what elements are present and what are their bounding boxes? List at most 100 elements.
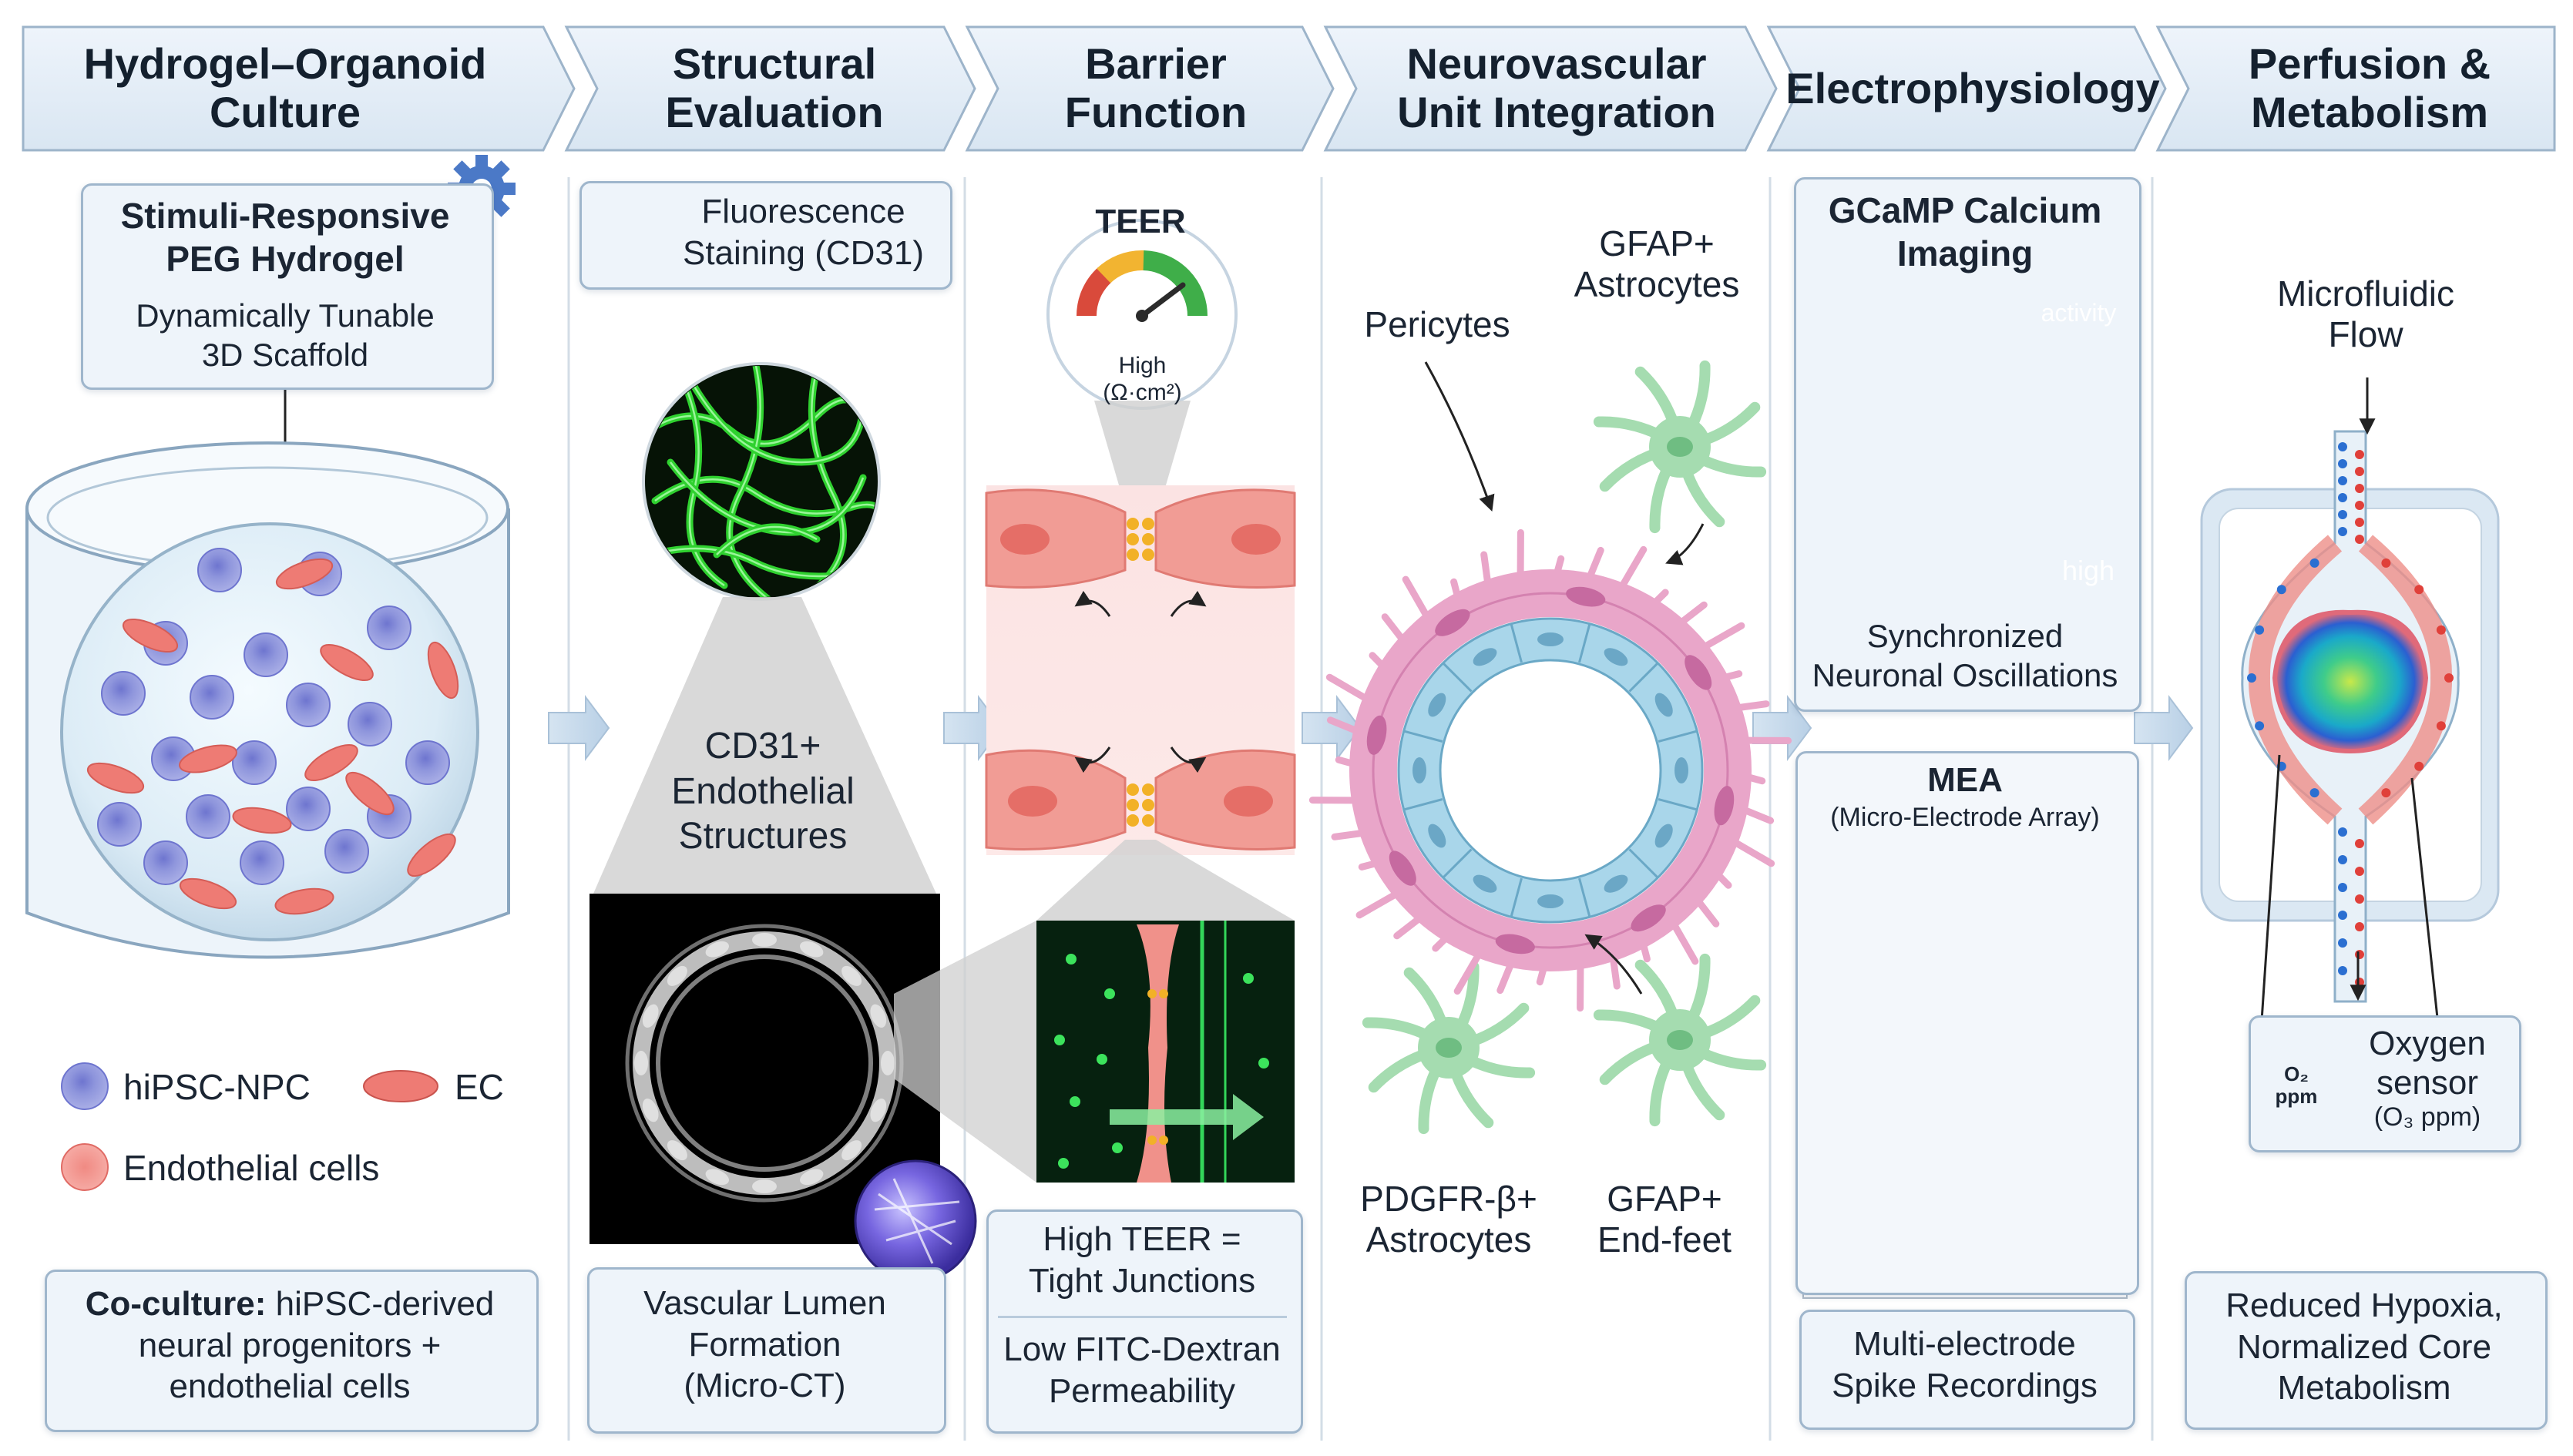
cell-boundary [1658, 730, 1697, 743]
vessel-highlight [808, 369, 845, 595]
fluorescence-line: Fluorescence [701, 193, 905, 230]
fitc-particle [1070, 1096, 1080, 1107]
hypoxia-line: Metabolism [2277, 1369, 2451, 1407]
endothelial-cells-bottom [985, 749, 1296, 850]
header-line: Perfusion & [2248, 39, 2491, 89]
teer-summary-a: High TEER = Tight Junctions [988, 1219, 1296, 1301]
pericyte-nucleus [1714, 786, 1735, 826]
cd31-line: Endothelial [671, 770, 855, 812]
fluorescence-line: Staining (CD31) [682, 233, 925, 272]
endfeet-arrow [1584, 934, 1643, 995]
flow-particle [2338, 855, 2347, 864]
header-line: Hydrogel–Organoid [83, 39, 487, 89]
endothelial-nucleus [1412, 757, 1426, 783]
gfap-endfeet-label: GFAP+ End-feet [1572, 1179, 1757, 1260]
astrocyte-bottom-right [1593, 953, 1767, 1127]
ec-cell [179, 877, 237, 910]
ct-nucleus [841, 1140, 862, 1161]
gcamp-title: GCaMP Calcium Imaging [1795, 189, 2135, 275]
flow-particle [2355, 894, 2364, 904]
pdgfr-line: Astrocytes [1365, 1219, 1532, 1260]
gauge-line: High [1118, 353, 1167, 378]
flow-particle [2338, 938, 2347, 948]
ct-nucleus [667, 1140, 687, 1161]
cell-boundary [1658, 798, 1697, 811]
pericytes-arrow [1424, 361, 1495, 512]
header-bar [22, 25, 2556, 152]
sync-line: Neuronal Oscillations [1812, 657, 2118, 694]
endothelial-outer [1397, 617, 1704, 924]
flow-particle [2338, 510, 2347, 519]
vessel-highlight [716, 525, 818, 555]
endothelial-nucleus [1473, 648, 1497, 666]
endothelial-nucleus [1537, 894, 1564, 908]
flow-particle [2381, 558, 2391, 568]
header-line: Barrier [1085, 39, 1227, 89]
flow-particle [2355, 535, 2364, 544]
endothelial-nucleus [1428, 824, 1446, 848]
endothelial-nucleus [1654, 693, 1673, 717]
ec-cell [345, 772, 395, 815]
crystal-ball-icon [854, 1159, 977, 1283]
fitc-particle [1243, 973, 1254, 984]
spike-text: Multi-electrode Spike Recordings [1801, 1323, 2128, 1406]
endothelial-nucleus [1428, 693, 1446, 717]
chevron-arrow-icon [2134, 695, 2194, 761]
coculture-bold: Co-culture: [85, 1285, 267, 1323]
teer-summary-b: Low FITC-Dextran Permeability [988, 1329, 1296, 1411]
hypoxia-line: Reduced Hypoxia, [2225, 1287, 2503, 1324]
header-chevron-5 [1766, 25, 2167, 152]
sync-text: Synchronized Neuronal Oscillations [1795, 616, 2135, 695]
header-electrophysiology: Electrophysiology [1785, 31, 2159, 146]
pericyte-nucleus [1495, 934, 1535, 954]
flow-particle [2355, 518, 2364, 527]
mea-box [1795, 751, 2139, 1295]
ct-nucleus [752, 1179, 777, 1193]
lumen-line: Vascular Lumen [643, 1284, 886, 1322]
spike-box [1799, 1310, 2135, 1430]
teer-summary-line: High TEER = [1043, 1220, 1241, 1258]
title-line: Stimuli-Responsive [120, 196, 450, 236]
subtitle-line: Dynamically Tunable [136, 297, 435, 334]
flow-particle [2436, 625, 2446, 635]
spike-line: Multi-electrode [1853, 1325, 2076, 1363]
hypoxia-text: Reduced Hypoxia, Normalized Core Metabol… [2187, 1285, 2541, 1409]
endothelial-nucleus [1604, 874, 1628, 893]
pdgfr-astrocytes-label: PDGFR-β+ Astrocytes [1345, 1179, 1553, 1260]
cell-boundary [1443, 663, 1473, 693]
peg-hydrogel-box [81, 183, 494, 390]
ec-cell [122, 618, 179, 653]
ec-cell [275, 558, 334, 590]
flow-particle [2338, 442, 2347, 451]
teer-summary-box [986, 1209, 1303, 1434]
coculture-line: hiPSC-derived [266, 1285, 495, 1323]
endfeet-line: GFAP+ [1607, 1179, 1722, 1219]
pericytes-label: Pericytes [1364, 304, 1510, 344]
gfap-line: Astrocytes [1574, 263, 1740, 304]
sync-line: Synchronized [1866, 618, 2064, 654]
cell-boundary [1404, 798, 1443, 811]
flow-particle [2444, 673, 2454, 683]
flow-particle [2338, 966, 2347, 975]
endothelial-nucleus [1473, 874, 1497, 893]
neurovascular-unit [1308, 360, 1792, 1135]
ec-cell [274, 887, 334, 915]
fitc-particle [1097, 1054, 1107, 1065]
legend-endothelial-label: Endothelial cells [123, 1148, 380, 1188]
fitc-particle [1058, 1158, 1069, 1169]
fluorescence-box [579, 181, 952, 290]
flow-particle [2355, 467, 2364, 476]
teer-summary-line: Low FITC-Dextran [1003, 1330, 1281, 1368]
header-chevron-4 [1323, 25, 1778, 152]
fitc-particle [1066, 954, 1077, 965]
ct-nucleus [752, 933, 777, 947]
flow-particle [2414, 585, 2424, 595]
vessel-highlight [670, 461, 865, 534]
ec-cell [304, 743, 358, 782]
header-line: Function [1064, 88, 1248, 136]
header-line: Culture [209, 88, 361, 136]
gauge-line: (Ω·cm²) [1103, 379, 1182, 405]
